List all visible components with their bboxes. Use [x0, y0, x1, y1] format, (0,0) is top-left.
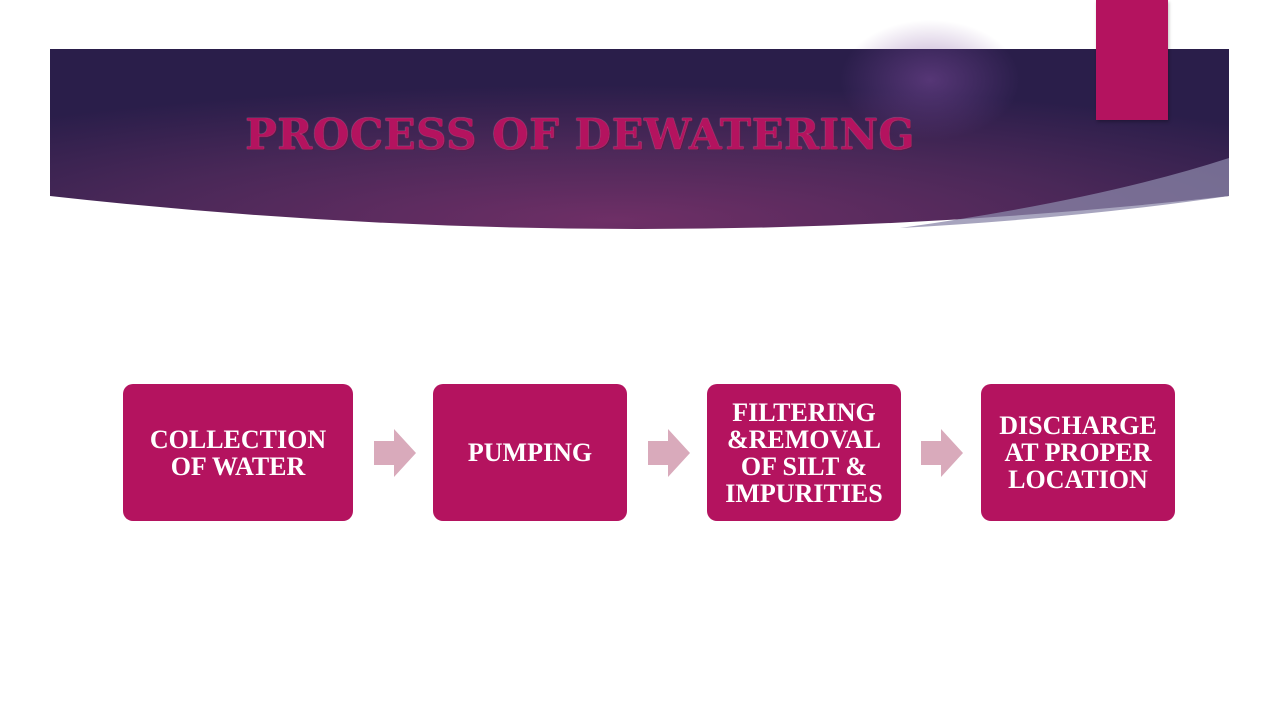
- right-arrow-icon: [374, 429, 416, 477]
- step-filtering-removal: FILTERING &REMOVAL OF SILT & IMPURITIES: [707, 384, 901, 521]
- step-label: PUMPING: [467, 438, 593, 467]
- step-discharge: DISCHARGE AT PROPER LOCATION: [981, 384, 1175, 521]
- right-arrow-icon: [648, 429, 690, 477]
- step-collection-of-water: COLLECTION OF WATER: [123, 384, 353, 521]
- right-arrow-icon: [921, 429, 963, 477]
- step-label: FILTERING &REMOVAL OF SILT & IMPURITIES: [725, 397, 883, 508]
- step-label: COLLECTION OF WATER: [149, 424, 327, 481]
- step-pumping: PUMPING: [433, 384, 627, 521]
- step-label: DISCHARGE AT PROPER LOCATION: [999, 411, 1157, 494]
- accent-tab: [1096, 0, 1168, 120]
- slide-title: PROCESS OF DEWATERING: [245, 110, 915, 159]
